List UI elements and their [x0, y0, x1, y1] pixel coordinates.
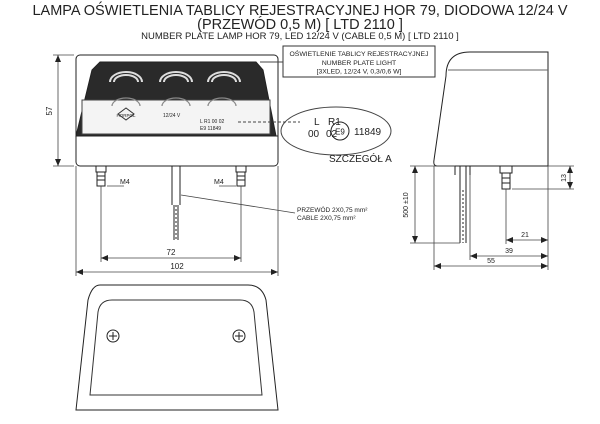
homologation-code-1: 00: [308, 129, 320, 140]
homologation-oval: [280, 106, 392, 156]
callout-box: [238, 45, 436, 123]
homologation-code-2: 02: [326, 129, 338, 140]
dim-height: 57: [45, 106, 54, 115]
side-view: [433, 51, 549, 243]
reflector-dome-1: [109, 71, 143, 83]
title-line-3: NUMBER PLATE LAMP HOR 79, LED 12/24 V (C…: [141, 31, 459, 42]
callout-line-1: OŚWIETLENIE TABLICY REJESTRACYJNEJ: [290, 49, 429, 58]
homologation-r1: R1: [328, 117, 341, 128]
right-stud: [235, 165, 247, 187]
lens-window: [81, 99, 271, 135]
lens-voltage-label: 12/24 V: [163, 113, 181, 119]
dim-width: 102: [170, 262, 184, 271]
callout-line-3: [3XLED, 12/24 V, 0,3/0,6 W]: [317, 69, 402, 76]
dim-studs: 72: [167, 248, 176, 257]
cable: [171, 166, 181, 240]
left-stud: [95, 165, 107, 187]
screw-left-icon: [106, 329, 120, 343]
brand-logo-icon: [117, 107, 135, 121]
callout-line-2: NUMBER PLATE LIGHT: [322, 60, 396, 67]
dim-thread-right: M4: [214, 179, 224, 186]
dim-thread-left: M4: [120, 179, 130, 186]
dim-cable-length: 500 ±10: [403, 192, 410, 217]
homologation-l: L: [314, 117, 320, 128]
dim-55: 55: [487, 258, 495, 265]
lens-detail-2-label: E9 11849: [200, 126, 221, 132]
lens-brand-label: HORPOL: [116, 113, 136, 118]
reflector-dome-3: [207, 71, 241, 83]
screw-right-icon: [232, 329, 246, 343]
dim-39: 39: [505, 248, 513, 255]
detail-a-label: SZCZEGÓŁ A: [329, 152, 392, 165]
back-view: [75, 284, 279, 411]
lens-detail-1-label: L R1 00 02: [200, 119, 224, 125]
front-view: [75, 54, 279, 240]
homologation-e-mark: E9: [335, 128, 345, 137]
reflector-dome-2: [159, 71, 193, 83]
cable-note-line-2: CABLE 2X0,75 mm²: [297, 215, 356, 222]
cable-note-line-1: PRZEWÓD 2X0,75 mm²: [297, 205, 368, 214]
homologation-number: 11849: [354, 127, 382, 138]
title-line-1: LAMPA OŚWIETLENIA TABLICY REJESTRACYJNEJ…: [32, 3, 568, 19]
dim-21: 21: [521, 232, 529, 239]
dim-stud-height: 13: [561, 174, 568, 182]
lamp-housing-outline: [75, 54, 279, 167]
title-line-2: (PRZEWÓD 0,5 M) [ LTD 2110 ]: [197, 17, 403, 33]
